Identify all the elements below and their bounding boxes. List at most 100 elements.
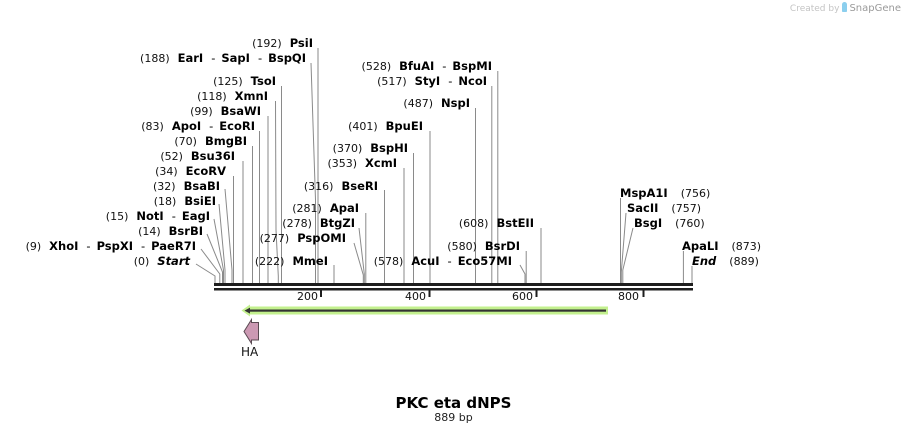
site-label-ecorv[interactable]: (34) EcoRV [155,162,226,178]
site-position: (99) [190,105,213,118]
site-position: (580) [447,240,477,253]
enzyme-name: TsoI [250,74,276,88]
site-label-psii[interactable]: (192)PsiI [252,34,313,50]
site-position: (70) [174,135,197,148]
site-position: (34) [155,165,178,178]
cut-line-xmni [275,100,279,283]
site-label-bsteii[interactable]: (608) BstEII [459,214,534,230]
enzyme-name: SapI [221,51,250,65]
orf-arrow[interactable] [241,304,609,317]
enzyme-name: EcoRI [219,119,255,133]
enzyme-name: AcuI [411,254,440,268]
site-position: (578) [373,255,404,268]
site-label-nspi[interactable]: (487)NspI [403,94,470,110]
site-position: (118) [197,90,227,103]
site-position: (14) [138,225,161,238]
enzyme-name: BstEII [496,216,534,230]
site-label-bsu36i[interactable]: (52) Bsu36I [160,147,235,163]
site-label-xcmi[interactable]: (353)XcmI [327,154,397,170]
enzyme-name: BtgZI [319,216,355,230]
site-label-sacii[interactable]: SacII (757) [627,199,701,215]
site-position: (316) [303,180,334,193]
site-label-eari[interactable]: (188)EarI-SapI-BspQI [140,49,306,65]
cut-lines [195,48,693,283]
site-position: (487) [403,97,434,110]
site-position: (401) [348,120,378,133]
site-label-start[interactable]: (0)Start [134,252,190,268]
site-name: End [692,254,717,268]
site-label-bsrbi[interactable]: (14)BsrBI [138,222,203,238]
site-position: (0) [133,255,150,268]
site-label-btgzi[interactable]: (278)BtgZI [282,214,355,230]
enzyme-name: BsaWI [220,104,261,118]
site-label-bsphi[interactable]: (370)BspHI [333,139,408,155]
site-label-bseri[interactable]: (316)BseRI [304,177,378,193]
enzyme-name: BsaBI [183,179,220,193]
separator: - [442,59,447,73]
site-label-bsiei[interactable]: (18)BsiEI [154,192,216,208]
separator: - [86,239,91,253]
ha-feature-arrow[interactable] [243,317,259,346]
cut-line-bsiei [218,203,226,283]
site-label-bpuei[interactable]: (401) BpuEI [348,117,423,133]
site-position: (353) [327,157,358,170]
enzyme-name: Eco57MI [457,254,512,268]
map-title: PKC eta dNPS [395,394,512,412]
site-label-mspa1i[interactable]: MspA1I(756) [620,184,710,200]
separator: - [448,74,453,88]
enzyme-name: ApoI [171,119,202,133]
enzyme-name: SacII [627,201,659,215]
site-label-end[interactable]: End(889) [692,252,759,268]
site-label-apali[interactable]: ApaLI(873) [682,237,761,253]
site-position: (757) [671,202,702,215]
site-label-bfuai[interactable]: (528)BfuAI-BspMI [362,57,492,73]
site-label-apoi[interactable]: (83)ApoI-EcoRI [141,117,255,133]
site-position: (52) [160,150,183,163]
site-label-noti[interactable]: (15)NotI-EagI [106,207,210,223]
site-label-apai[interactable]: (281)ApaI [292,199,359,215]
site-label-bsabi[interactable]: (32)BsaBI [153,177,220,193]
enzyme-name: PspOMI [297,231,346,245]
ha-feature-label[interactable]: HA [241,345,259,359]
enzyme-name: NotI [136,209,164,223]
cut-line-bsabi [224,188,233,283]
cut-line-bsrbi [206,233,223,283]
cut-line-bsgi [622,227,634,283]
site-label-tsoi[interactable]: (125)TsoI [213,72,276,88]
enzyme-name: BmgBI [204,134,247,148]
enzyme-name: BspQI [268,51,306,65]
tick-200 [320,290,322,297]
dna-backbone [214,283,693,291]
site-label-bsgi[interactable]: BsgI(760) [634,214,705,230]
site-label-styi[interactable]: (517)StyI-NcoI [377,72,487,88]
enzyme-name: PspXI [96,239,134,253]
site-position: (760) [675,217,705,230]
enzyme-name: EcoRV [185,164,226,178]
site-position: (608) [458,217,489,230]
enzyme-name: PsiI [289,36,313,50]
site-label-bmgbi[interactable]: (70) BmgBI [174,132,247,148]
site-label-pspomi[interactable]: (277)PspOMI [260,229,346,245]
tick-label-200: 200 [297,290,318,303]
site-label-xhoi[interactable]: (9)XhoI-PspXI-PaeR7I [26,237,196,253]
site-position: (15) [105,210,129,223]
enzyme-name: Bsu36I [190,149,235,163]
cut-line-sacii [620,212,627,283]
site-label-xmni[interactable]: (118) XmnI [197,87,268,103]
site-position: (188) [140,52,170,65]
enzyme-name: BpuEI [385,119,423,133]
site-label-bsrdi[interactable]: (580)BsrDI [447,237,520,253]
enzyme-name: ApaLI [682,239,719,253]
tick-600 [535,290,538,297]
site-position: (18) [153,195,177,208]
site-position: (9) [25,240,42,253]
credit-prefix: Created by [789,4,840,14]
site-label-bsawi[interactable]: (99) BsaWI [190,102,261,118]
enzyme-name: XmnI [234,89,268,103]
tick-400 [428,290,431,297]
enzyme-name: BspMI [452,59,492,73]
site-label-mmei[interactable]: (222)MmeI [255,252,328,268]
site-position: (370) [332,142,363,155]
site-label-acui[interactable]: (578)AcuI-Eco57MI [374,252,512,268]
